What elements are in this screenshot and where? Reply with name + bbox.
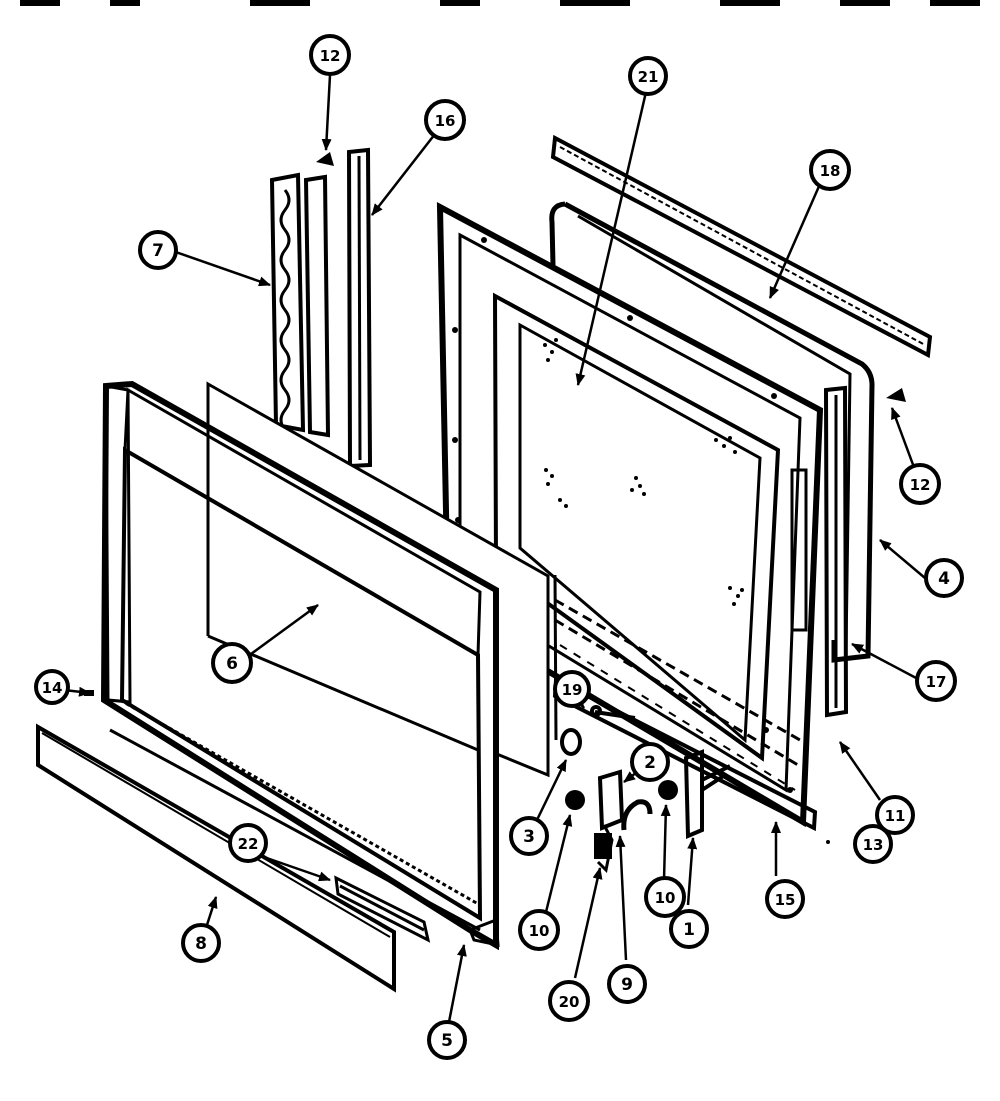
callout-circle — [630, 742, 670, 782]
callout-number: 9 — [621, 975, 633, 995]
callout-circle — [309, 34, 351, 76]
callout-circle — [228, 823, 268, 863]
stray-dot — [826, 840, 830, 844]
callout-number: 15 — [775, 891, 796, 909]
part-18-top-trim — [550, 134, 933, 359]
callout-number: 6 — [226, 654, 238, 674]
callout-c10b: 10 — [644, 876, 686, 918]
callout-number: 16 — [435, 112, 456, 130]
part-2-hinge-bracket — [594, 769, 625, 874]
callout-circle — [424, 99, 466, 141]
callout-c7: 7 — [138, 230, 178, 270]
callout-circle — [809, 149, 851, 191]
callout-circle — [875, 795, 915, 835]
callout-c16: 16 — [424, 99, 466, 141]
callout-c18: 18 — [809, 149, 851, 191]
part-5-outer-frame — [100, 380, 500, 951]
callout-circle — [211, 642, 253, 684]
callout-number: 20 — [559, 993, 580, 1011]
callout-c1: 1 — [669, 909, 709, 949]
top-edge-fragments — [20, 0, 980, 6]
callout-c21: 21 — [628, 56, 668, 96]
callout-circle — [607, 964, 647, 1004]
part-19-rod — [590, 705, 636, 720]
callout-circle — [924, 558, 964, 598]
callout-c2: 2 — [630, 742, 670, 782]
part-22-handle-piece — [334, 875, 431, 943]
callout-circle — [853, 824, 893, 864]
callout-c22: 22 — [228, 823, 268, 863]
callout-number: 4 — [938, 569, 950, 589]
callout-number: 12 — [320, 47, 341, 65]
part-3-clip — [553, 574, 582, 756]
part-9-hook — [621, 799, 653, 831]
part-16-side-strip — [346, 147, 373, 469]
callout-c8: 8 — [181, 923, 221, 963]
panel-texture — [452, 237, 793, 793]
callout-circle — [138, 230, 178, 270]
callout-number: 5 — [441, 1031, 453, 1051]
callout-c12b: 12 — [899, 463, 941, 505]
callout-circle — [899, 463, 941, 505]
callout-number: 1 — [683, 920, 695, 940]
callout-circle — [427, 1020, 467, 1060]
callout-number: 11 — [885, 807, 906, 825]
callout-c14: 14 — [34, 669, 70, 705]
callout-c4: 4 — [924, 558, 964, 598]
callout-c9: 9 — [607, 964, 647, 1004]
callout-c3: 3 — [509, 816, 549, 856]
callout-circle — [628, 56, 668, 96]
callout-circle — [669, 909, 709, 949]
callout-number: 21 — [638, 68, 659, 86]
callout-c6: 6 — [211, 642, 253, 684]
callout-circle — [915, 660, 957, 702]
callout-circle — [181, 923, 221, 963]
part-1-bracket — [683, 749, 731, 840]
callout-circle — [34, 669, 70, 705]
part-10-nut-right — [658, 780, 678, 800]
part-8-lower-trim — [36, 723, 396, 993]
callout-c20: 20 — [548, 980, 590, 1022]
callout-circle — [548, 980, 590, 1022]
callout-number: 22 — [238, 835, 259, 853]
callout-number: 3 — [523, 827, 535, 847]
callout-c13: 13 — [853, 824, 893, 864]
leader-lines — [63, 74, 926, 1023]
part-12-clip-right — [886, 388, 906, 402]
callout-number: 7 — [152, 241, 164, 261]
callout-number: 19 — [562, 681, 583, 699]
part-10-nut-left — [565, 790, 585, 810]
callout-number: 12 — [910, 476, 931, 494]
callout-circle — [509, 816, 549, 856]
callout-c10a: 10 — [518, 909, 560, 951]
callout-c17: 17 — [915, 660, 957, 702]
callout-c12a: 12 — [309, 34, 351, 76]
callout-circle — [765, 879, 805, 919]
part-17-side-channel — [823, 385, 849, 718]
part-7-hinge-channel — [269, 172, 331, 438]
callout-c19: 19 — [553, 670, 591, 708]
callout-circle — [644, 876, 686, 918]
callout-number: 2 — [644, 753, 656, 773]
callout-number: 14 — [42, 679, 63, 697]
callout-number: 8 — [195, 934, 207, 954]
callout-circle — [553, 670, 591, 708]
callout-number: 18 — [820, 162, 841, 180]
part-12-clip-top — [316, 152, 334, 166]
callout-number: 10 — [655, 889, 676, 907]
callout-circle — [518, 909, 560, 951]
callout-c5: 5 — [427, 1020, 467, 1060]
callout-number: 13 — [863, 836, 884, 854]
callout-number: 10 — [529, 922, 550, 940]
callout-number: 17 — [926, 673, 947, 691]
callout-c15: 15 — [765, 879, 805, 919]
callout-c11: 11 — [875, 795, 915, 835]
